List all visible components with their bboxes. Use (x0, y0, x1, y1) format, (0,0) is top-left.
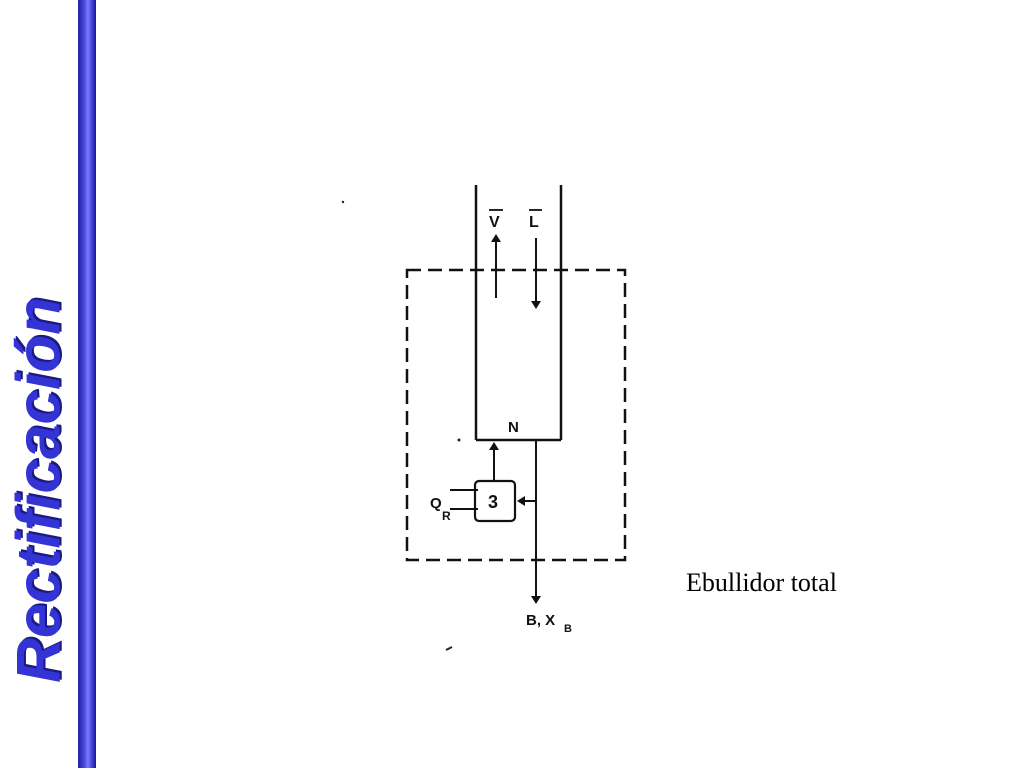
vertical-title-container: Rectificación (0, 0, 78, 768)
speck (341, 200, 345, 204)
accent-bar (78, 0, 96, 768)
bottoms-label: B, X (526, 612, 555, 629)
diagram-svg: V L N 3 Q R B, X B (341, 185, 627, 651)
bottoms-label-sub: B (564, 623, 572, 635)
diagram-caption: Ebullidor total (686, 568, 837, 597)
control-volume-boundary (405, 268, 627, 562)
reboiler-box (473, 479, 517, 523)
heat-label: Q (430, 495, 442, 512)
reboiler-diagram: V L N 3 Q R B, X B (330, 170, 690, 660)
speck (445, 646, 453, 651)
vapor-label: V (489, 214, 500, 231)
speck (457, 438, 461, 442)
slide-title: Rectificación (4, 297, 74, 683)
stage-label: N (508, 419, 519, 436)
reboiler-label: 3 (488, 492, 498, 512)
liquid-label: L (529, 214, 539, 231)
heat-label-sub: R (442, 509, 451, 523)
